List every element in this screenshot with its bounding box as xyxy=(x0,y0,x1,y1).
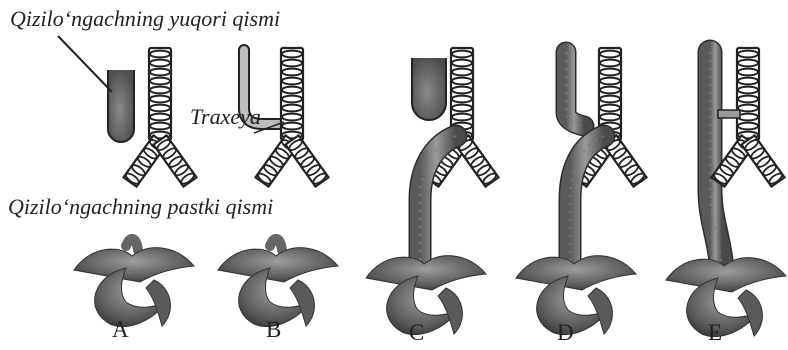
panel-label-e: E xyxy=(708,321,722,344)
panel-label-a: A xyxy=(112,318,129,341)
upper-esophagus-label: Qizilo‘ngachning yuqori qismi xyxy=(10,8,280,30)
panel-e-h-type-fistula xyxy=(718,110,740,118)
panel-d-stomach-curve xyxy=(588,288,612,334)
panel-d-stomach xyxy=(516,256,636,335)
panel-e-right-bronchus xyxy=(741,135,784,186)
panel-label-c: C xyxy=(409,321,424,344)
panel-a-stomach-curve xyxy=(146,280,170,326)
panel-b xyxy=(218,48,338,327)
panel-b-stomach-curve xyxy=(290,280,314,326)
panel-c-upper-pouch xyxy=(412,58,446,120)
lower-esophagus-label: Qizilo‘ngachning pastki qismi xyxy=(8,196,273,218)
panel-a-lower-stub xyxy=(126,239,138,250)
panel-b-lower-stub xyxy=(270,239,282,250)
panel-d xyxy=(516,48,647,335)
panel-e-stomach xyxy=(666,258,786,337)
panel-a xyxy=(58,36,197,327)
upper-esophagus-leader-line xyxy=(58,36,112,92)
panel-a-upper-pouch xyxy=(108,70,134,142)
panel-label-d: D xyxy=(557,321,574,344)
panel-c-stomach-curve xyxy=(438,288,462,334)
panel-c-stomach xyxy=(366,256,486,335)
trachea-label: Traxeya xyxy=(190,106,261,128)
panel-e xyxy=(666,48,786,337)
panel-label-b: B xyxy=(266,318,281,341)
panel-e-stomach-curve xyxy=(738,290,762,336)
panel-b-right-bronchus xyxy=(285,135,328,186)
panel-b-stomach xyxy=(218,248,338,327)
panel-a-stomach xyxy=(74,248,194,327)
panel-c xyxy=(366,48,499,335)
panel-a-right-bronchus xyxy=(153,135,196,186)
